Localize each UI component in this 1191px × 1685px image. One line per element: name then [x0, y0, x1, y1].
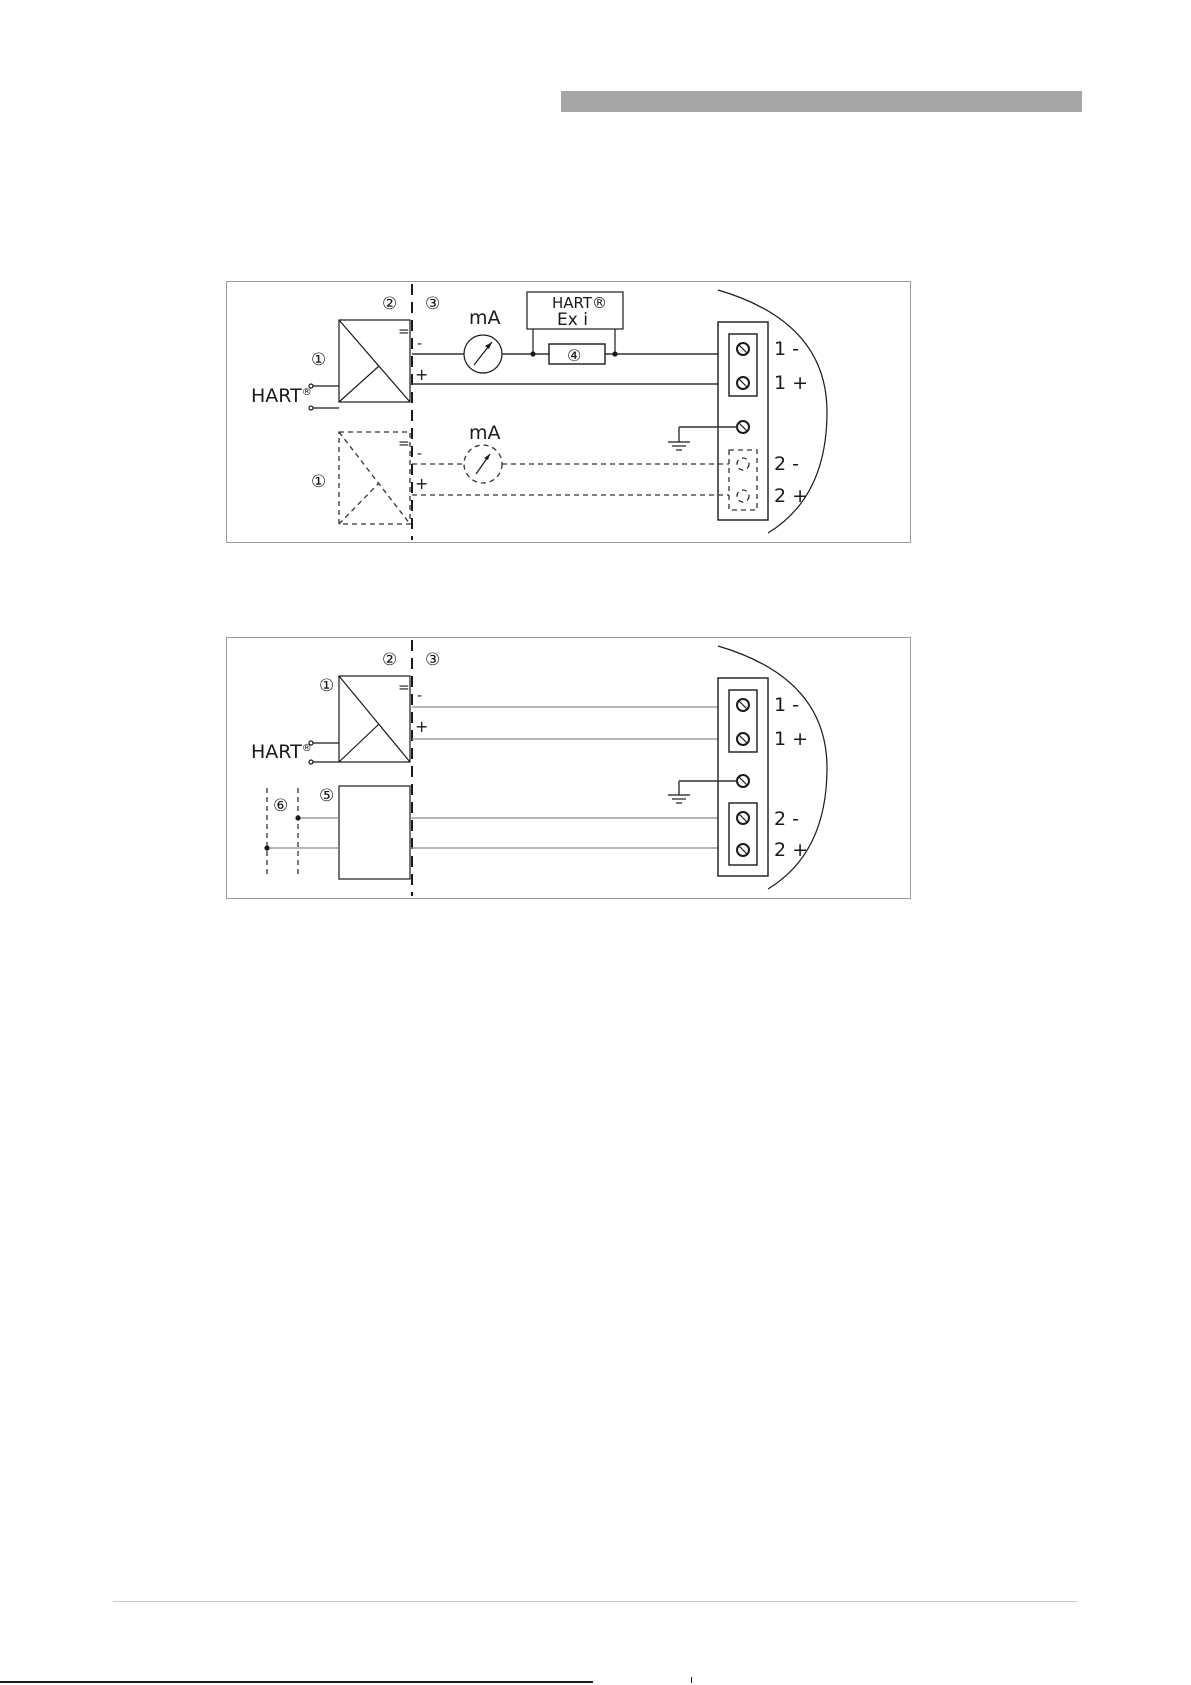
marker-3: ③ — [425, 294, 440, 314]
wiring-diagram-2-svg: = ① ② ③ HART® - + ⑤ ⑥ 1 - 1 + 2 - 2 + — [227, 638, 910, 898]
junction-dot-left — [530, 351, 535, 356]
hart-interface-diagonal-2 — [339, 366, 379, 402]
hart-label: HART® — [251, 385, 312, 407]
minus-sign-bottom: - — [417, 446, 422, 462]
optional-interface-diagonal-2 — [339, 483, 379, 524]
ammeter-arrowhead — [485, 342, 492, 349]
marker-1-top: ① — [311, 350, 326, 370]
bottom-edge-line — [0, 1681, 593, 1683]
terminal-label-1-minus: 1 - — [774, 338, 799, 360]
plus-sign-top: + — [415, 365, 428, 384]
marker-5: ⑤ — [319, 786, 334, 806]
wiring-diagram-1-svg: = HART® ① ② ③ - + mA HART® Ex i ④ 1 - 1 … — [227, 282, 910, 542]
junction-dot-right — [612, 351, 617, 356]
second-output-box-5 — [339, 786, 410, 879]
terminal-label-1-plus: 1 + — [774, 372, 808, 394]
footer-rule — [113, 1601, 1077, 1602]
plus-sign-bottom: + — [415, 474, 428, 493]
minus-sign-top: - — [417, 336, 422, 352]
wiring-diagram-hart-two-outputs: = ① ② ③ HART® - + ⑤ ⑥ 1 - 1 + 2 - 2 + — [226, 637, 911, 899]
terminal-label-2-minus: 2 - — [774, 453, 799, 475]
ammeter-arrowhead-optional — [484, 454, 490, 460]
terminal-label-2-plus-2: 2 + — [774, 839, 808, 861]
header-bar — [561, 91, 1082, 112]
marker-6: ⑥ — [273, 796, 288, 816]
minus-sign-fig2: - — [417, 688, 422, 704]
marker-3-fig2: ③ — [425, 650, 440, 670]
marker-1-fig2: ① — [319, 676, 334, 696]
marker-1-bottom: ① — [311, 472, 326, 492]
external-dot-1 — [295, 815, 300, 820]
ma-label-bottom: mA — [469, 422, 501, 444]
equals-sign-2: = — [398, 680, 410, 696]
plus-sign-fig2: + — [415, 717, 428, 736]
hart-interface-diagonal-4 — [339, 724, 379, 762]
marker-2: ② — [382, 294, 397, 314]
terminal-label-2-minus-2: 2 - — [774, 808, 799, 830]
external-dot-2 — [264, 845, 269, 850]
wiring-diagram-hart-passive: = HART® ① ② ③ - + mA HART® Ex i ④ 1 - 1 … — [226, 281, 911, 543]
marker-4: ④ — [567, 346, 581, 365]
marker-2-fig2: ② — [382, 650, 397, 670]
bottom-edge-tick — [691, 1677, 692, 1683]
hart-ex-i-line2: Ex i — [557, 310, 588, 330]
equals-sign-bottom: = — [398, 436, 410, 452]
terminal-label-1-plus-2: 1 + — [774, 728, 808, 750]
hart-lead-end-2 — [309, 406, 313, 410]
terminal-label-2-plus: 2 + — [774, 485, 808, 507]
hart-lead-end-4 — [309, 760, 313, 764]
terminal-label-1-minus-2: 1 - — [774, 694, 799, 716]
hart-label-2: HART® — [251, 741, 312, 763]
equals-sign-top: = — [398, 324, 410, 340]
ma-label-top: mA — [469, 307, 501, 329]
